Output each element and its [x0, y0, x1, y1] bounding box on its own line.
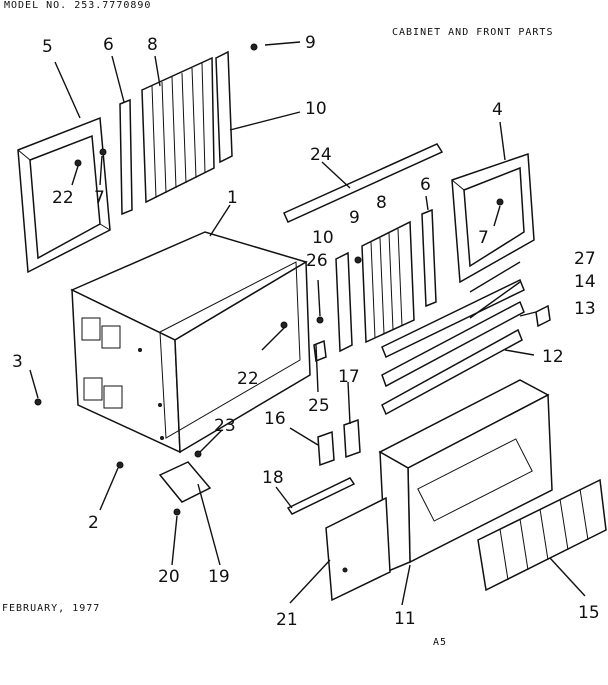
publication-date: FEBRUARY, 1977: [2, 603, 101, 614]
callout-23: 23: [214, 416, 236, 436]
callout-4: 4: [492, 100, 503, 120]
part-22-screw-upper: [74, 159, 82, 167]
callout-27: 27: [574, 249, 596, 269]
callout-21: 21: [276, 610, 298, 630]
part-10-rail-left: [215, 50, 233, 164]
part-7-screw-left: [99, 148, 107, 156]
callout-7-left: 7: [94, 188, 105, 208]
callout-22-upper: 22: [52, 188, 74, 208]
callout-10-top: 10: [305, 99, 327, 119]
callout-12: 12: [542, 347, 564, 367]
model-number: MODEL NO. 253.7770890: [4, 0, 152, 11]
callout-15: 15: [578, 603, 600, 623]
part-22-screw-cabinet: [280, 321, 288, 329]
callout-10-right: 10: [312, 228, 334, 248]
part-15-filter: [477, 478, 607, 592]
callout-2: 2: [88, 513, 99, 533]
part-10-rail-right: [335, 251, 353, 353]
part-8-louver-right: [361, 220, 415, 344]
part-24-top-strip: [283, 143, 444, 223]
callout-22-cabinet: 22: [237, 369, 259, 389]
part-1-cabinet: [70, 231, 311, 454]
part-6-channel-left: [119, 98, 133, 216]
callout-25: 25: [308, 396, 330, 416]
callout-26: 26: [306, 251, 328, 271]
callout-17: 17: [338, 367, 360, 387]
part-26-screw: [316, 316, 324, 324]
callout-5: 5: [42, 37, 53, 57]
callout-8-left: 8: [147, 35, 158, 55]
callout-16: 16: [264, 409, 286, 429]
part-9-screw-top: [250, 43, 258, 51]
part-14-strip: [381, 300, 525, 388]
part-13-clip: [535, 304, 551, 328]
callout-13: 13: [574, 299, 596, 319]
page-code: A5: [433, 637, 448, 648]
part-23-screw: [194, 450, 202, 458]
part-3-screw: [34, 398, 42, 406]
section-title: CABINET AND FRONT PARTS: [392, 27, 554, 38]
part-4-side-frame: [451, 152, 535, 284]
part-11-front-grille: [378, 379, 553, 574]
callout-6-right: 6: [420, 175, 431, 195]
part-12-strip: [381, 328, 523, 416]
callout-8-right: 8: [376, 193, 387, 213]
part-17-bracket: [343, 418, 361, 459]
callout-14: 14: [574, 272, 596, 292]
callout-18: 18: [262, 468, 284, 488]
callout-20: 20: [158, 567, 180, 587]
leader-lines: [29, 41, 586, 606]
part-27-strip: [381, 278, 525, 359]
part-18-handle: [286, 477, 356, 515]
part-16-bracket: [317, 430, 335, 467]
part-8-louver-left: [141, 56, 215, 204]
callout-3: 3: [12, 352, 23, 372]
callout-24: 24: [310, 145, 332, 165]
part-9-screw-right: [354, 256, 362, 264]
part-5-side-frame: [17, 116, 111, 274]
part-20-screw: [173, 508, 181, 516]
part-19-bracket: [158, 461, 212, 503]
callout-1: 1: [227, 188, 238, 208]
callout-7-right: 7: [478, 228, 489, 248]
callout-9-top: 9: [305, 33, 316, 53]
callout-19: 19: [208, 567, 230, 587]
callout-11: 11: [394, 609, 416, 629]
part-2-screw: [116, 461, 124, 469]
callout-9-right: 9: [349, 208, 360, 228]
part-6-channel-right: [421, 208, 437, 308]
part-7-screw-right: [496, 198, 504, 206]
part-21-control-panel: [325, 496, 391, 602]
callout-6-left: 6: [103, 35, 114, 55]
